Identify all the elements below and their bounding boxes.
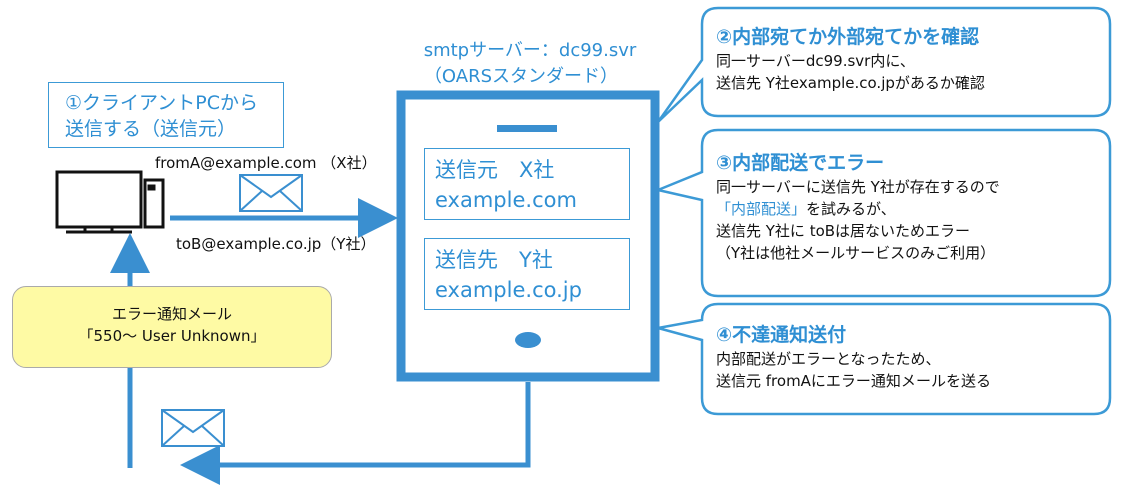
error-notice-line2: 「550～ User Unknown」 bbox=[78, 327, 266, 345]
callout-internal-error-heading: ③内部配送でエラー bbox=[716, 152, 885, 174]
sender-domain-box: 送信元 X社 example.com bbox=[424, 148, 630, 220]
return-path bbox=[180, 382, 531, 485]
callout-check-line1: 同一サーバーdc99.svr内に、 bbox=[716, 52, 915, 70]
server-device bbox=[396, 90, 660, 382]
callout-check-line2: 送信先 Y社example.co.jpがあるか確認 bbox=[716, 74, 985, 92]
internal-delivery-highlight: 「内部配送」 bbox=[716, 200, 807, 218]
server-button bbox=[515, 332, 541, 348]
callout-nondelivery-line1: 内部配送がエラーとなったため、 bbox=[716, 350, 941, 368]
callout-nondelivery-heading: ④不達通知送付 bbox=[716, 324, 847, 346]
server-title: smtpサーバー：dc99.svr （OARSスタンダード） bbox=[395, 38, 665, 90]
callout-internal-error-line2: 「内部配送」を試みるが、 bbox=[716, 198, 1000, 220]
computer-icon bbox=[55, 170, 165, 234]
error-notice-line1: エラー通知メール bbox=[111, 305, 232, 323]
dest-domain-line2: example.co.jp bbox=[435, 278, 582, 302]
callout-check-heading: ②内部宛てか外部宛てかを確認 bbox=[716, 26, 980, 48]
error-notice-box: エラー通知メール 「550～ User Unknown」 bbox=[12, 286, 332, 368]
envelope-icon bbox=[239, 174, 303, 212]
server-title-line2: （OARSスタンダード） bbox=[423, 66, 619, 87]
client-label-line2: 送信する（送信元） bbox=[65, 118, 237, 140]
callout-nondelivery: ④不達通知送付 内部配送がエラーとなったため、 送信元 fromAにエラー通知メ… bbox=[716, 322, 991, 392]
client-label-line1: ①クライアントPCから bbox=[65, 92, 258, 114]
callout-bubble-internal-error bbox=[653, 128, 1112, 298]
callout-internal-error-line3: 送信先 Y社に toBは居ないためエラー bbox=[716, 222, 971, 240]
server-title-line1: smtpサーバー：dc99.svr bbox=[423, 40, 637, 61]
server-speaker bbox=[497, 125, 557, 132]
dest-domain-line1: 送信先 Y社 bbox=[435, 248, 553, 272]
callout-internal-error-line2-rest: を試みるが、 bbox=[806, 200, 896, 218]
sender-domain-line2: example.com bbox=[435, 188, 577, 212]
envelope-icon bbox=[161, 409, 225, 447]
callout-internal-error-line1: 同一サーバーに送信先 Y社が存在するので bbox=[716, 178, 1000, 196]
sender-domain-line1: 送信元 X社 bbox=[435, 158, 555, 182]
dest-domain-box: 送信先 Y社 example.co.jp bbox=[424, 238, 630, 310]
callout-bubble-check bbox=[656, 6, 1112, 123]
callout-bubble-nondelivery bbox=[657, 302, 1112, 416]
callout-nondelivery-line2: 送信元 fromAにエラー通知メールを送る bbox=[716, 372, 991, 390]
callout-check: ②内部宛てか外部宛てかを確認 同一サーバーdc99.svr内に、 送信先 Y社e… bbox=[716, 24, 985, 94]
to-address: toB@example.co.jp（Y社） bbox=[176, 235, 376, 253]
client-label-box: ①クライアントPCから 送信する（送信元） bbox=[48, 82, 284, 148]
from-address: fromA@example.com （X社） bbox=[155, 154, 377, 172]
callout-internal-error: ③内部配送でエラー 同一サーバーに送信先 Y社が存在するので 「内部配送」を試み… bbox=[716, 150, 1000, 264]
callout-internal-error-line4: （Y社は他社メールサービスのみご利用） bbox=[716, 244, 996, 262]
